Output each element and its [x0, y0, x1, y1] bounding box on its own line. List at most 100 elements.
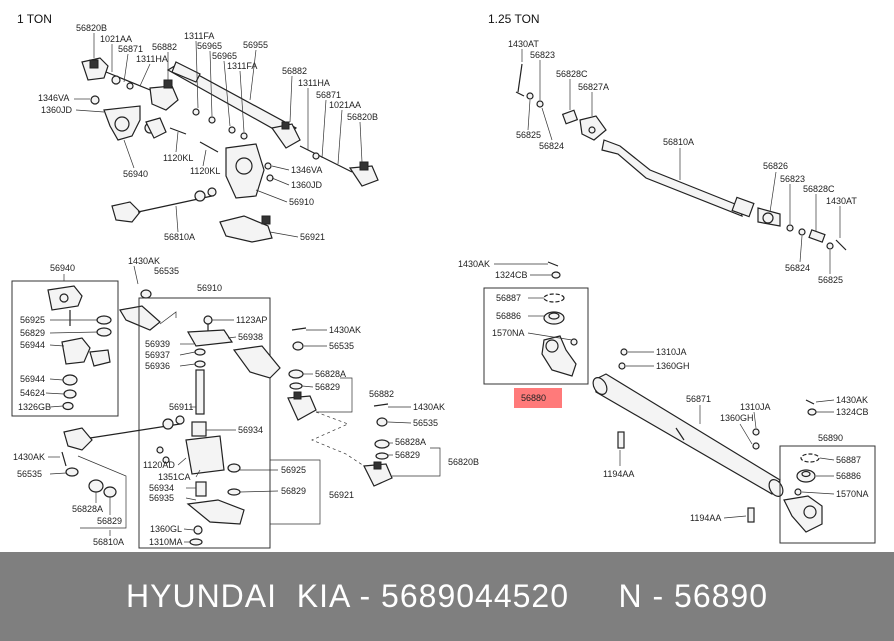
part-label: 56925: [281, 465, 306, 475]
part-label: 1430AK: [413, 402, 445, 412]
part-label: 56936: [145, 361, 170, 371]
part-label: 56820B: [448, 457, 479, 467]
part-label: 56823: [780, 174, 805, 184]
part-label: 1360JD: [291, 180, 323, 190]
part-label: 56882: [152, 42, 177, 52]
box-56940-parts: [47, 285, 112, 411]
part-label: 56825: [516, 130, 541, 140]
part-label: 1310JA: [656, 347, 687, 357]
highlight-box[interactable]: [514, 388, 562, 408]
part-label: 56925: [20, 315, 45, 325]
part-label: 56938: [238, 332, 263, 342]
part-label: 56934: [149, 483, 174, 493]
highlight-label[interactable]: 56880: [521, 393, 546, 403]
top-right-labels: 1430AT 56823 56828C 56827A 56825 56824 5…: [508, 39, 857, 285]
part-label: 56887: [496, 293, 521, 303]
part-label: 56935: [149, 493, 174, 503]
part-label: 56955: [243, 40, 268, 50]
part-label: 56828C: [803, 184, 835, 194]
part-label: 56890: [818, 433, 843, 443]
part-label: 1430AT: [508, 39, 539, 49]
part-label: 56810A: [164, 232, 195, 242]
part-label: 56939: [145, 339, 170, 349]
part-label: 1351CA: [158, 472, 191, 482]
part-label: 1430AK: [128, 256, 160, 266]
part-label: 56829: [20, 328, 45, 338]
part-label: 56824: [539, 141, 564, 151]
part-label: 56882: [369, 389, 394, 399]
part-label: 56535: [413, 418, 438, 428]
part-label: 1430AT: [826, 196, 857, 206]
part-label: 56944: [20, 340, 45, 350]
detail-box-56890: [779, 445, 876, 544]
part-label: 1311FA: [227, 61, 257, 71]
part-label: 56921: [300, 232, 325, 242]
part-label: 1430AK: [458, 259, 490, 269]
middle-center-parts: [232, 327, 393, 487]
part-label: 1326GB: [18, 402, 51, 412]
part-label: 56828C: [556, 69, 588, 79]
box-56880-parts: [541, 293, 578, 377]
part-label: 1570NA: [492, 328, 525, 338]
part-label: 56824: [785, 263, 810, 273]
part-label: 1311HA: [136, 54, 168, 64]
part-label: 56826: [763, 161, 788, 171]
part-label: 1346VA: [38, 93, 69, 103]
part-label: 56829: [97, 516, 122, 526]
part-label: 56810A: [663, 137, 694, 147]
section-title-1-ton: 1 TON: [17, 12, 52, 26]
part-label: 1310JA: [740, 402, 771, 412]
part-label: 1311HA: [298, 78, 330, 88]
box-56880-labels: 56887 56886 1570NA: [492, 293, 525, 338]
part-label: 1324CB: [836, 407, 869, 417]
part-label: 56937: [145, 350, 170, 360]
part-label: 1360GH: [656, 361, 690, 371]
part-label: 1194AA: [690, 513, 721, 523]
part-label: 56535: [329, 341, 354, 351]
top-right-assembly: [515, 63, 847, 251]
middle-center-labels: 1430AK 56535 56828A 56829 56882 1430AK 5…: [315, 325, 479, 467]
part-label: 56886: [496, 311, 521, 321]
part-label: 56810A: [93, 537, 124, 547]
part-label: 56871: [118, 44, 143, 54]
part-number-text: HYUNDAI KIA - 5689044520 N - 56890: [126, 578, 768, 614]
part-label: 56965: [212, 51, 237, 61]
part-label: 56910: [289, 197, 314, 207]
part-label: 56944: [20, 374, 45, 384]
part-label: 1346VA: [291, 165, 322, 175]
box-56910-labels: 1123AP 56938 56939 56937 56936 56911 569…: [143, 315, 354, 547]
part-label: 1120KL: [163, 153, 193, 163]
part-label: 56829: [315, 382, 340, 392]
part-label: 56829: [395, 450, 420, 460]
part-label: 1021AA: [100, 34, 132, 44]
box-56910-parts: [156, 315, 245, 546]
part-label: 1310MA: [149, 537, 183, 547]
box-56890-labels: 1430AK 1324CB 56887 56886 1570NA: [836, 395, 869, 499]
detail-box-56880: [483, 287, 589, 385]
footer-banner: HYUNDAI KIA - 5689044520 N - 56890: [0, 552, 894, 641]
part-label: 56828A: [395, 437, 426, 447]
detail-box-56940: [11, 280, 119, 417]
box-56940-labels: 56925 56829 56944 56944 54624 1326GB: [18, 315, 51, 412]
part-label: 1360GH: [720, 413, 754, 423]
part-label: 56825: [818, 275, 843, 285]
part-label: 1360GL: [150, 524, 182, 534]
part-label: 1311FA: [184, 31, 214, 41]
top-left-leaders: [74, 33, 363, 238]
tube-56871: [592, 348, 784, 523]
part-label: 1194AA: [603, 469, 634, 479]
part-label: 56911: [169, 402, 193, 412]
part-label: 56827A: [578, 82, 609, 92]
detail-box-56910: [138, 297, 271, 549]
parts-diagram: 1 TON 1.25 TON: [11, 12, 876, 549]
middle-left-labels: 1430AK 56535 56910: [128, 256, 222, 293]
part-label: 56965: [197, 41, 222, 51]
box-56890-parts: [783, 399, 823, 533]
part-label: 1430AK: [13, 452, 45, 462]
lower-right-top-labels: 1430AK 1324CB: [458, 259, 528, 280]
part-label: 1324CB: [495, 270, 528, 280]
part-label: 1430AK: [836, 395, 868, 405]
part-label: 56828A: [315, 369, 346, 379]
part-label: 1430AK: [329, 325, 361, 335]
top-left-labels: 56820B 1021AA 56871 1311HA 56882 1311FA …: [38, 23, 378, 242]
